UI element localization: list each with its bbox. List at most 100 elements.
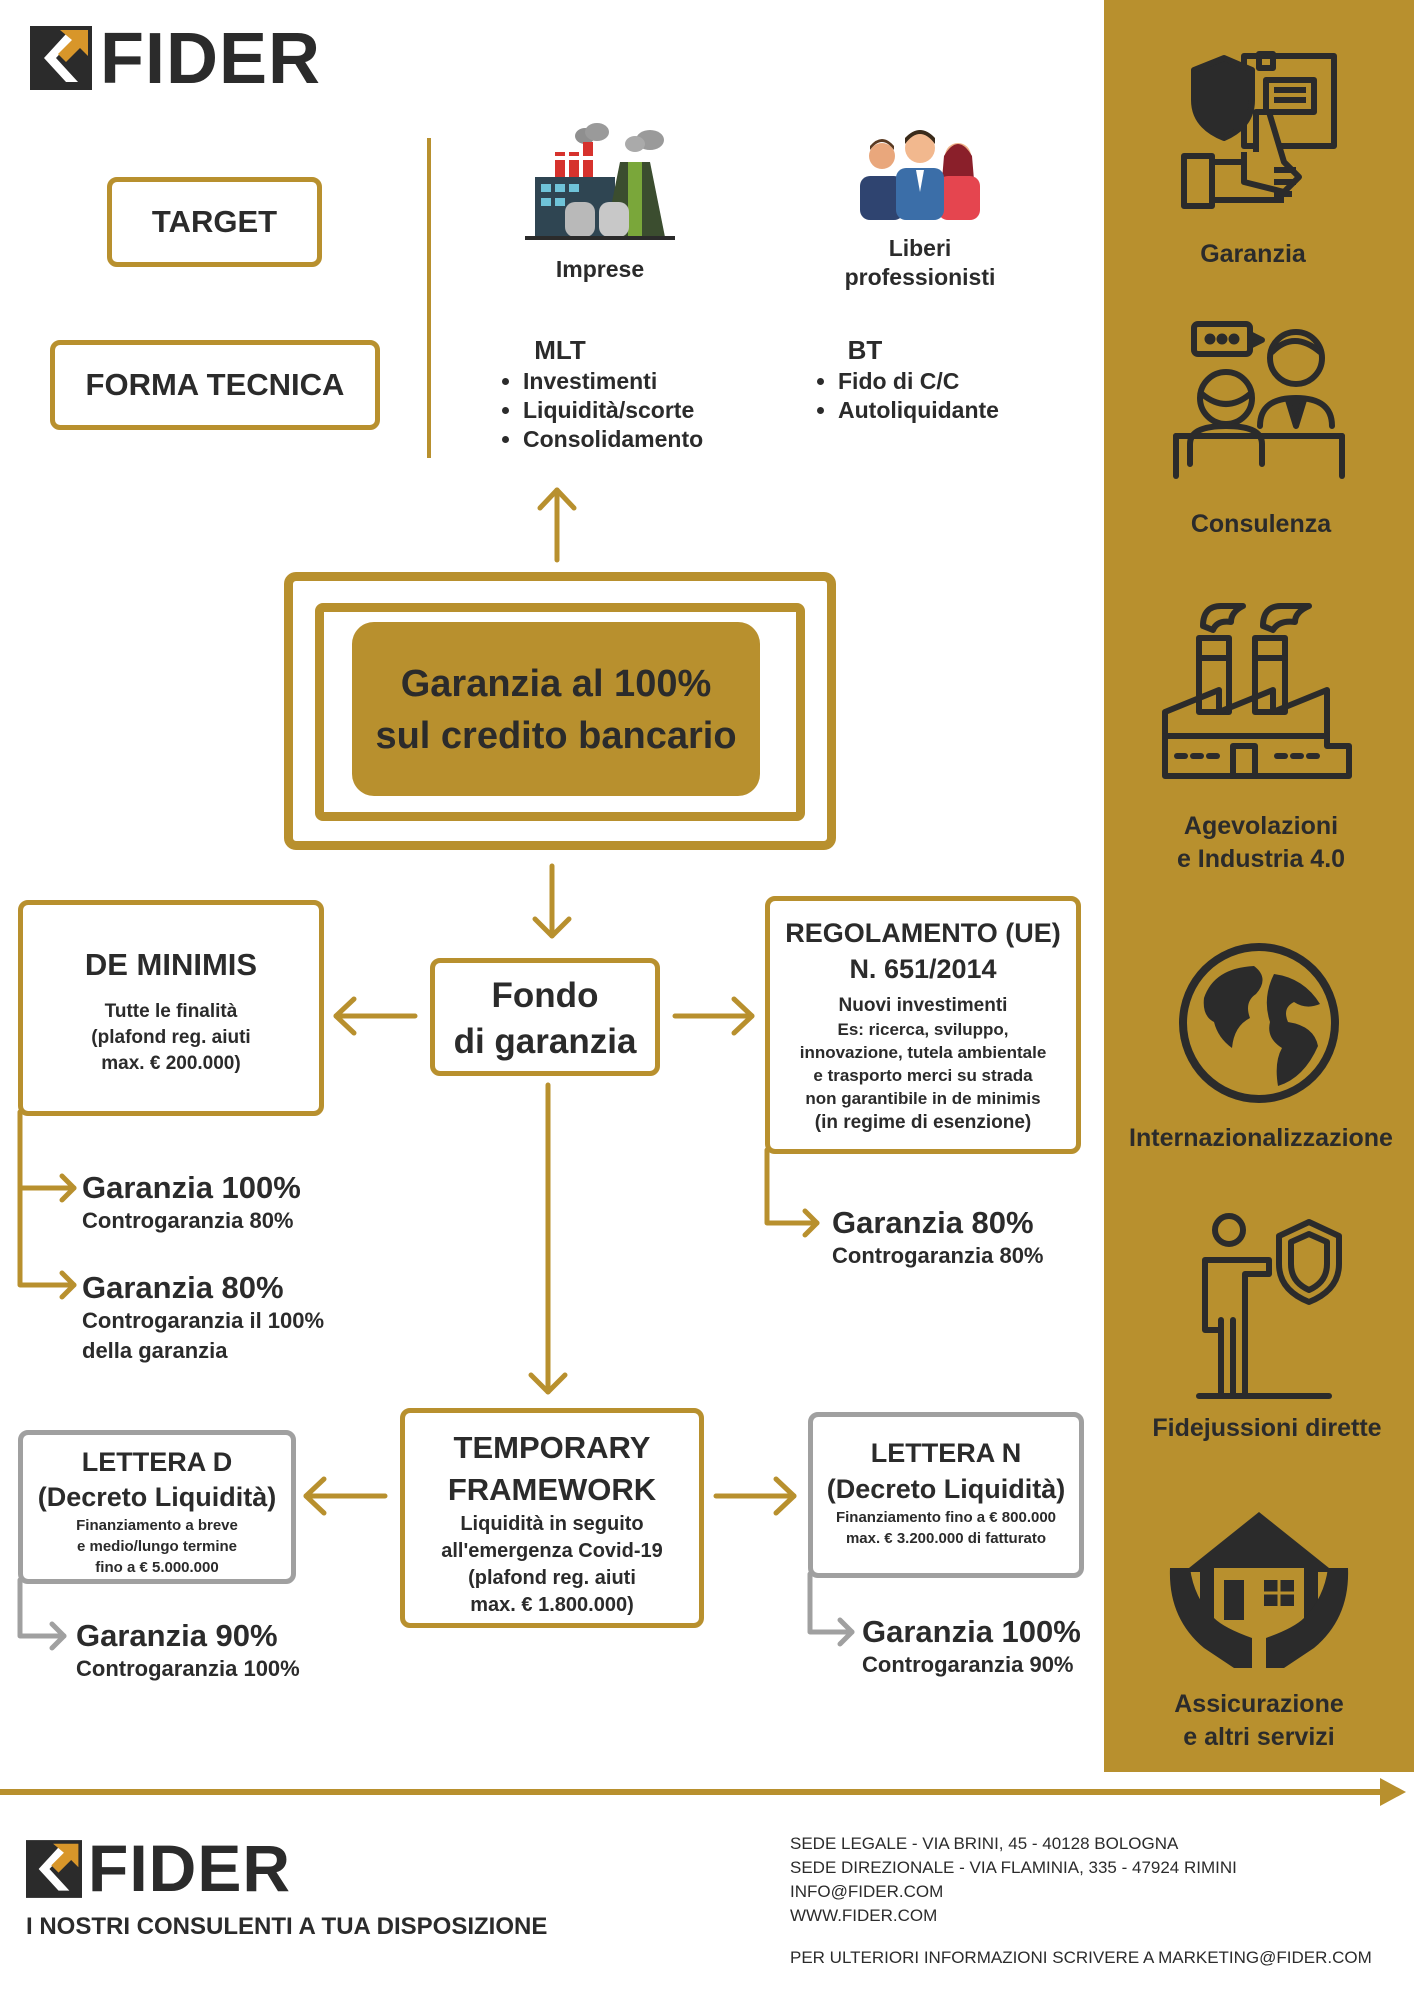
- regolamento-line2: Es: ricerca, sviluppo,: [837, 1020, 1009, 1039]
- lettera-n-line1: Finanziamento fino a € 800.000: [835, 1509, 1057, 1526]
- target-imprese-label: Imprese: [555, 256, 645, 282]
- target-professionisti: Liberi professionisti: [820, 120, 1020, 295]
- target-professionisti-line1: Liberi: [888, 235, 952, 261]
- outcome-sub: Controgaranzia il 100%: [82, 1308, 325, 1333]
- lettera-d-line3: fino a € 5.000.000: [95, 1559, 219, 1576]
- temporary-title1: TEMPORARY: [453, 1430, 651, 1465]
- sidebar-item-industria: [1104, 586, 1414, 786]
- list-item: Fido di C/C: [838, 367, 1070, 396]
- shield-person-icon: [1196, 1213, 1342, 1399]
- factory-icon: [525, 123, 675, 240]
- list-item: Investimenti: [523, 367, 795, 396]
- lettera-n-box: LETTERA N (Decreto Liquidità) Finanziame…: [808, 1412, 1084, 1578]
- forma-bt: BT Fido di C/C Autoliquidante: [810, 336, 1070, 425]
- sidebar-label-garanzia: Garanzia: [1200, 240, 1306, 268]
- outcome-sub: Controgaranzia 90%: [862, 1652, 1074, 1677]
- forma-mlt: MLT Investimenti Liquidità/scorte Consol…: [495, 336, 795, 454]
- outcome-title: Garanzia 100%: [82, 1170, 301, 1205]
- regolamento-line5: non garantibile in de minimis: [805, 1089, 1041, 1108]
- hero-line1: Garanzia al 100%: [400, 663, 712, 705]
- forma-bt-list: Fido di C/C Autoliquidante: [810, 367, 1070, 425]
- outcome-title: Garanzia 80%: [832, 1205, 1034, 1240]
- de-minimis-outcome-1: Garanzia 100% Controgaranzia 80%: [82, 1170, 301, 1234]
- regolamento-line6: (in regime di esenzione): [814, 1112, 1032, 1133]
- temporary-line4: max. € 1.800.000): [470, 1594, 634, 1616]
- lettera-d-line1: Finanziamento a breve: [76, 1517, 238, 1534]
- sidebar-item-garanzia: [1104, 51, 1414, 212]
- services-sidebar: Garanzia Consulenza: [1104, 0, 1414, 1772]
- sidebar-item-consulenza: [1104, 318, 1414, 479]
- industry-icon: [1162, 603, 1352, 779]
- hero-panel: Garanzia al 100% sul credito bancario: [352, 622, 760, 796]
- regolamento-box: REGOLAMENTO (UE) N. 651/2014 Nuovi inves…: [765, 896, 1081, 1154]
- header-logo: FIDER: [30, 19, 370, 99]
- de-minimis-line1: Tutte le finalità: [104, 1001, 238, 1022]
- target-professionisti-label: Liberi professionisti: [820, 234, 1020, 292]
- lettera-n-line2: max. € 3.200.000 di fatturato: [845, 1530, 1047, 1547]
- footer-sede-direzionale: SEDE DIREZIONALE - VIA FLAMINIA, 335 - 4…: [790, 1858, 1237, 1877]
- outcome-sub: Controgaranzia 100%: [76, 1656, 300, 1681]
- fondo-line1: Fondo: [491, 976, 599, 1015]
- list-item: Consolidamento: [523, 425, 795, 454]
- footer-contacts: SEDE LEGALE - VIA BRINI, 45 - 40128 BOLO…: [790, 1832, 1372, 1970]
- regolamento-outcome: Garanzia 80% Controgaranzia 80%: [832, 1205, 1044, 1269]
- footer-info[interactable]: PER ULTERIORI INFORMAZIONI SCRIVERE A MA…: [790, 1948, 1372, 1967]
- de-minimis-box: DE MINIMIS Tutte le finalità (plafond re…: [18, 900, 324, 1116]
- sidebar-label-industria-line1: Agevolazioni: [1183, 812, 1339, 840]
- sidebar-label-assicurazione-line2: e altri servizi: [1183, 1723, 1335, 1751]
- forma-mlt-list: Investimenti Liquidità/scorte Consolidam…: [495, 367, 795, 454]
- lettera-d-title1: LETTERA D: [81, 1447, 233, 1477]
- footer-tagline: I NOSTRI CONSULENTI A TUA DISPOSIZIONE: [26, 1913, 548, 1940]
- footer-logo-text: FIDER: [88, 1831, 291, 1905]
- sidebar-label-consulenza: Consulenza: [1190, 510, 1332, 538]
- lettera-n-title1: LETTERA N: [870, 1438, 1022, 1468]
- fondo-box: Fondo di garanzia: [430, 958, 660, 1076]
- de-minimis-line2: (plafond reg. aiuti: [91, 1027, 251, 1048]
- de-minimis-line3: max. € 200.000): [101, 1053, 241, 1074]
- footer-web-link[interactable]: WWW.FIDER.COM: [790, 1906, 938, 1925]
- sidebar-item-fidejussioni: [1104, 1210, 1414, 1400]
- outcome-sub: Controgaranzia 80%: [832, 1243, 1044, 1268]
- fider-logo-mark-icon: [30, 26, 92, 90]
- professionals-icon: [860, 130, 980, 220]
- sidebar-label-fidejussioni: Fidejussioni dirette: [1152, 1414, 1382, 1442]
- regolamento-line1: Nuovi investimenti: [838, 995, 1008, 1016]
- outcome-title: Garanzia 80%: [82, 1270, 284, 1305]
- lettera-d-line2: e medio/lungo termine: [76, 1538, 238, 1555]
- outcome-title: Garanzia 100%: [862, 1614, 1081, 1649]
- temporary-line2: all'emergenza Covid-19: [441, 1540, 663, 1562]
- footer-email-link[interactable]: INFO@FIDER.COM: [790, 1882, 944, 1901]
- house-hands-icon: [1169, 1512, 1349, 1668]
- de-minimis-title: DE MINIMIS: [84, 947, 258, 982]
- lettera-d-title2: (Decreto Liquidità): [37, 1482, 277, 1512]
- temporary-box: TEMPORARY FRAMEWORK Liquidità in seguito…: [400, 1408, 704, 1628]
- footer-logo: FIDER: [26, 1831, 346, 1905]
- lettera-d-box: LETTERA D (Decreto Liquidità) Finanziame…: [18, 1430, 296, 1584]
- temporary-title2: FRAMEWORK: [447, 1472, 657, 1507]
- footer-sede-legale: SEDE LEGALE - VIA BRINI, 45 - 40128 BOLO…: [790, 1834, 1179, 1853]
- sidebar-label-industria-line2: e Industria 4.0: [1176, 845, 1346, 873]
- lettera-n-title2: (Decreto Liquidità): [826, 1474, 1066, 1504]
- sidebar-label-industria: Agevolazioni e Industria 4.0: [1106, 810, 1414, 876]
- target-professionisti-line2: professionisti: [844, 264, 996, 290]
- list-item: Liquidità/scorte: [523, 396, 795, 425]
- forma-tecnica-label-box: FORMA TECNICA: [50, 340, 380, 430]
- header-logo-text: FIDER: [100, 19, 321, 99]
- target-label-box: TARGET: [107, 177, 322, 267]
- outcome-sub: Controgaranzia 80%: [82, 1208, 294, 1233]
- list-item: Autoliquidante: [838, 396, 1070, 425]
- regolamento-title1: REGOLAMENTO (UE): [785, 918, 1061, 948]
- regolamento-title2: N. 651/2014: [849, 954, 997, 984]
- globe-icon: [1179, 943, 1339, 1103]
- consulting-icon: [1173, 321, 1345, 479]
- outcome-title: Garanzia 90%: [76, 1618, 278, 1653]
- target-imprese: Imprese: [520, 122, 680, 292]
- sidebar-item-internazionalizzazione: [1104, 938, 1414, 1108]
- guarantee-icon: [1181, 51, 1337, 209]
- sidebar-label-internazionalizzazione: Internazionalizzazione: [1129, 1124, 1393, 1152]
- forma-mlt-title: MLT: [534, 335, 586, 365]
- fondo-line2: di garanzia: [453, 1022, 637, 1061]
- fider-logo-mark-icon: [26, 1840, 82, 1898]
- forma-tecnica-label: FORMA TECNICA: [85, 367, 345, 402]
- temporary-line1: Liquidità in seguito: [460, 1513, 644, 1535]
